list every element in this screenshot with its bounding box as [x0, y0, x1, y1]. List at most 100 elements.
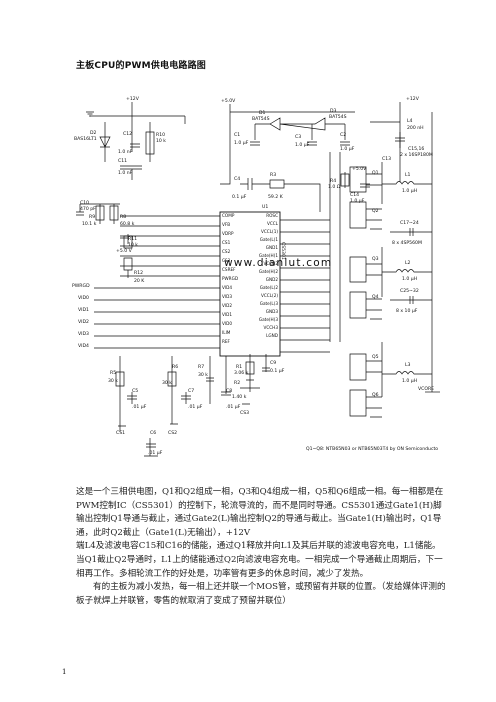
- paragraph-3: 有的主板为减小发热，每一相上还并联一个MOS管，或预留有并联的位置。（发给媒体评…: [76, 582, 446, 606]
- c15-value: 2 x 16SP180M: [400, 152, 433, 158]
- r4-value: 1.0 Ω: [328, 184, 341, 190]
- r9-label: R9: [89, 214, 95, 220]
- c3-value: 1.0 µF: [295, 142, 310, 148]
- r6-label: R6: [172, 364, 178, 370]
- l1-label: L1: [405, 172, 411, 178]
- ic-pin-label: Gate(H)2: [259, 269, 278, 274]
- c5-value: .01 µF: [132, 404, 147, 410]
- ic-pin-label: VCCL(2): [261, 293, 278, 298]
- r2-label: R2: [234, 380, 240, 386]
- c17-value: 8 x 4SP560M: [392, 240, 422, 246]
- v5-mid-label: +5.0V: [352, 166, 367, 172]
- l2-label: L2: [405, 260, 411, 266]
- c4-value: 0.1 µF: [232, 194, 247, 200]
- ic-pin-label: VCCL: [267, 221, 279, 226]
- u1-label: U1: [262, 204, 268, 210]
- vid1-label: VID1: [78, 307, 89, 313]
- r8-value: 60.8 k: [120, 221, 135, 227]
- ic-pin-label: VCCH3: [263, 325, 278, 330]
- l4-value: 200 nH: [407, 125, 424, 131]
- ic-pin-label: VCCL(1): [261, 229, 278, 234]
- l3-value: 1.0 µH: [402, 378, 417, 384]
- cs3-label: CS3: [240, 410, 249, 416]
- d1-part-label: BAT54S: [252, 116, 270, 122]
- q6-label: Q6: [372, 392, 379, 398]
- c6-label: C6: [150, 430, 156, 436]
- c13-label: C13: [382, 156, 391, 162]
- ic-pin-label: VID4: [222, 285, 232, 290]
- r12-label: R12: [134, 270, 143, 276]
- ic-name-label: CS5301: [280, 242, 286, 260]
- r6-value: 30 k: [162, 380, 172, 386]
- d1-label: D1: [259, 110, 266, 116]
- l3-label: L3: [405, 362, 411, 368]
- ic-pin-label: Gate(H)1: [259, 253, 278, 258]
- r11-value: 10 k: [128, 242, 138, 248]
- v12-left-label: +12V: [126, 96, 140, 102]
- c9-value: 0.1 µF: [270, 368, 285, 374]
- ic-pin-label: VCCH2: [263, 261, 278, 266]
- c14-value: 1.0 µF: [350, 198, 365, 204]
- paragraph-2: 端L4及滤波电容C15和C16的储能，通过Q1释放并向L1及其后并联的滤波电容充…: [76, 541, 443, 579]
- l1-value: 1.0 µH: [402, 188, 417, 194]
- r4-label: R4: [330, 178, 336, 184]
- ic-pin-label: CSREF: [222, 267, 236, 272]
- c1-value: 1.0 µF: [234, 140, 249, 146]
- q2-label: Q2: [372, 208, 379, 214]
- ic-pin-label: ILIM: [222, 330, 231, 335]
- ic-pin-label: VID3: [222, 294, 232, 299]
- d2-label: D2: [90, 130, 97, 136]
- r2-value: 1.40 k: [232, 394, 247, 400]
- page-number: 1: [62, 668, 67, 676]
- c12-value: 1.0 nF: [118, 149, 133, 155]
- ic-pins-right: ROSC VCCL VCCL(1) Gate(L)1 GND1 Gate(H)1…: [259, 213, 279, 338]
- l2-value: 1.0 µH: [402, 276, 417, 282]
- ic-pin-label: VID2: [222, 303, 232, 308]
- ic-pin-label: GND2: [266, 277, 279, 282]
- ic-pin-label: Gate(L)3: [260, 301, 279, 306]
- ic-pins-left: COMP VFB VDRP CS1 CS2 CS3 CSREF PWRGD VI…: [222, 213, 238, 344]
- r9-value: 10.1 k: [82, 221, 97, 227]
- v5-top-label: +5.0V: [221, 98, 236, 104]
- vid4-label: VID4: [78, 343, 89, 349]
- watermark: www.dianlut.com: [224, 257, 332, 269]
- d3-part-label: BAT54S: [329, 114, 347, 120]
- ic-pin-label: REF: [222, 339, 231, 344]
- c8-value: .01 µF: [226, 404, 241, 410]
- ic-pin-label: ROSC: [266, 213, 278, 218]
- c10-label: C10: [80, 200, 89, 206]
- r3-label: R3: [270, 172, 276, 178]
- ic-pin-label: VFB: [222, 222, 230, 227]
- r1-label: R1: [236, 364, 242, 370]
- ic-pin-label: GND1: [266, 245, 279, 250]
- ic-pin-label: PWRGD: [222, 276, 238, 281]
- c2-label: C2: [340, 132, 346, 138]
- page-title: 主板CPU的PWM供电电路路图: [76, 61, 206, 71]
- r5-value: 30 k: [108, 378, 118, 384]
- c8-label: C8: [226, 388, 232, 394]
- ic-pin-label: GND3: [266, 309, 279, 314]
- paragraph-1: 这是一个三相供电图，Q1和Q2组成一相，Q3和Q4组成一相，Q5和Q6组成一相。…: [76, 487, 444, 538]
- v5-small-label: +5.0 V: [116, 248, 133, 254]
- vid2-label: VID2: [78, 319, 89, 325]
- c5-label: C5: [132, 388, 138, 394]
- c4-label: C4: [234, 176, 240, 182]
- r10-label: R10: [156, 132, 165, 138]
- pwrgd-label: PWRGD: [72, 283, 90, 289]
- ic-pin-label: VDRP: [222, 231, 234, 236]
- r1-value: 3.06 k: [234, 370, 249, 376]
- c17-label: C17~24: [400, 220, 419, 226]
- ic-pin-label: COMP: [222, 213, 235, 218]
- schematic-footnote: Q1~Q8: NTB65N03 or NTB65N03T4 by ON Semi…: [306, 446, 438, 452]
- vcore-label: VCORE: [418, 386, 434, 392]
- c14-label: C14: [350, 192, 359, 198]
- ic-pin-label: VID0: [222, 321, 232, 326]
- ic-pin-label: Gate(L)2: [260, 285, 279, 290]
- vid0-label: VID0: [78, 295, 89, 301]
- ic-pin-label: CS3: [222, 258, 231, 263]
- c11-label: C11: [118, 158, 127, 164]
- c10-value: 470 pF: [80, 206, 96, 212]
- r11-label: R11: [128, 236, 137, 242]
- c7-value: .01 µF: [188, 404, 203, 410]
- r10-value: 10 k: [156, 138, 166, 144]
